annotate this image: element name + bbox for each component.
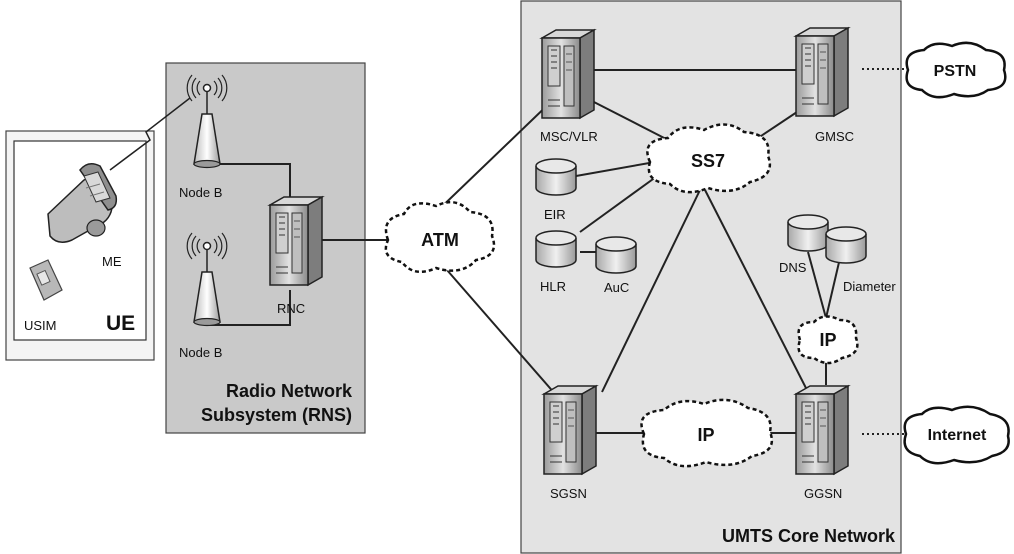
internet-cloud: Internet (903, 405, 1010, 465)
sgsn-server-icon (543, 385, 597, 475)
pstn-label: PSTN (934, 63, 977, 80)
ue-title: UE (106, 312, 135, 335)
node-b-top-label: Node B (179, 185, 222, 200)
eir-database-icon (535, 158, 577, 196)
ip-mid-cloud: IP (640, 398, 774, 468)
ggsn-label: GGSN (804, 486, 842, 501)
auc-database-icon (595, 236, 637, 274)
gmsc-server-icon (795, 27, 849, 117)
atm-label: ATM (421, 230, 459, 250)
dns-label: DNS (779, 260, 807, 275)
gmsc-label: GMSC (815, 129, 854, 144)
diameter-label: Diameter (843, 279, 896, 294)
ip-mid-label: IP (697, 425, 714, 445)
rnc-label: RNC (277, 301, 305, 316)
core-network-title: UMTS Core Network (722, 526, 896, 546)
mobile-phone-icon (47, 163, 118, 243)
auc-label: AuC (604, 280, 629, 295)
hlr-label: HLR (540, 279, 566, 294)
ip-small-label: IP (819, 330, 836, 350)
eir-label: EIR (544, 207, 566, 222)
ip-small-cloud: IP (797, 315, 859, 365)
atm-cloud: ATM (384, 200, 496, 274)
dns-database-icon (787, 214, 829, 252)
usim-label: USIM (24, 318, 57, 333)
ss7-cloud: SS7 (646, 123, 772, 194)
me-label: ME (102, 254, 122, 269)
ss7-label: SS7 (691, 151, 725, 171)
pstn-cloud: PSTN (905, 41, 1007, 99)
hlr-database-icon (535, 230, 577, 268)
node-b-bottom-label: Node B (179, 345, 222, 360)
rns-box (165, 62, 366, 434)
rns-title-line1: Radio Network (226, 381, 353, 401)
usim-card-icon (29, 259, 63, 301)
internet-label: Internet (928, 427, 987, 444)
ue-inner-box (13, 140, 147, 341)
msc-vlr-server-icon (541, 29, 595, 119)
sgsn-label: SGSN (550, 486, 587, 501)
rns-title-line2: Subsystem (RNS) (201, 405, 352, 425)
rnc-server-icon (269, 196, 323, 286)
msc-vlr-label: MSC/VLR (540, 129, 598, 144)
ggsn-server-icon (795, 385, 849, 475)
diameter-database-icon (825, 226, 867, 264)
